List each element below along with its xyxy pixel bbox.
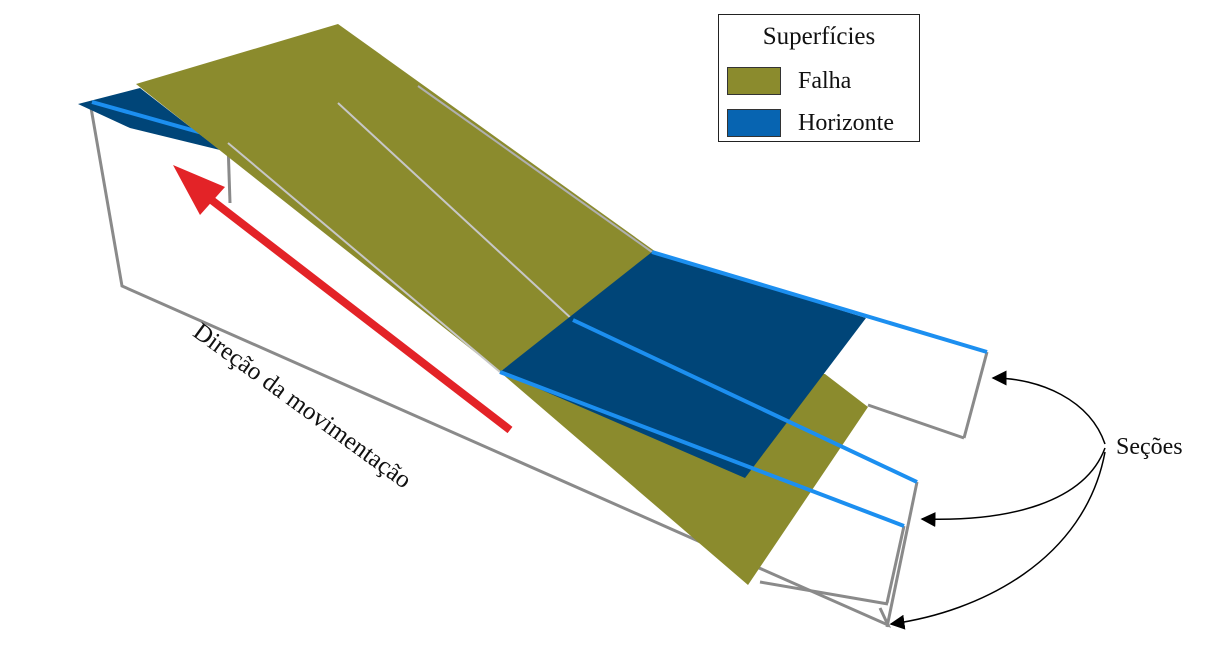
- fault-line-upper: [337, 102, 574, 321]
- section-frame-front-edge-2: [885, 525, 906, 604]
- motion-arrowhead: [173, 165, 225, 215]
- section-frame-front-edge: [885, 481, 919, 628]
- legend: Superfícies Falha Horizonte: [718, 14, 920, 142]
- legend-label-horizon: Horizonte: [798, 110, 894, 136]
- legend-item-fault: Falha: [727, 67, 917, 97]
- legend-swatch-horizon: [727, 109, 781, 137]
- fault-line-lower: [227, 142, 501, 373]
- section-frame-right-edge: [962, 351, 989, 439]
- section-frame-right-bottom: [867, 403, 965, 440]
- motion-arrow-shaft: [202, 191, 513, 434]
- fault-line-mid: [417, 85, 653, 253]
- legend-title: Superfícies: [762, 23, 876, 50]
- horizon-surface-right: [499, 250, 988, 528]
- legend-label-fault: Falha: [798, 68, 852, 94]
- motion-arrow: [173, 165, 513, 434]
- callout-arrow-top: [991, 370, 1106, 445]
- sections-label: Seções: [1116, 434, 1183, 460]
- horizon-edge-bottom: [499, 370, 905, 528]
- horizon-edge-top: [651, 250, 988, 354]
- legend-item-horizon: Horizonte: [727, 109, 917, 139]
- section-frame-bottom-right: [759, 580, 889, 606]
- horizon-right-plane: [500, 252, 866, 478]
- fault-upper-plane: [136, 24, 656, 372]
- legend-swatch-fault: [727, 67, 781, 95]
- section-callouts: [889, 370, 1106, 630]
- callout-arrow-bottom: [889, 451, 1106, 630]
- horizon-edge-middle: [572, 318, 918, 484]
- callout-arrow-middle: [920, 447, 1106, 527]
- section-frame-back: [88, 101, 892, 628]
